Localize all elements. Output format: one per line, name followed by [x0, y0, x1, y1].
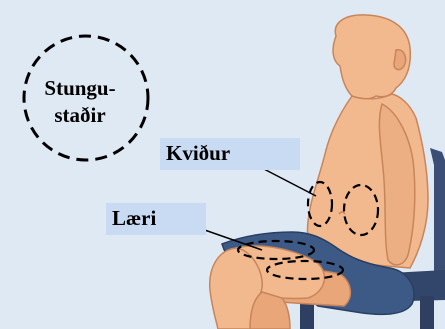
legend-line-1: Stungu- [34, 75, 126, 102]
legend-label: Stungu- staðir [34, 75, 126, 129]
abdomen-label: Kviður [160, 138, 300, 170]
ear [394, 50, 406, 70]
abdomen-leader-line [262, 168, 316, 196]
legend-line-2: staðir [34, 102, 126, 129]
thigh-label: Læri [106, 203, 206, 235]
chair-leg-right [420, 296, 434, 329]
person [210, 15, 428, 329]
